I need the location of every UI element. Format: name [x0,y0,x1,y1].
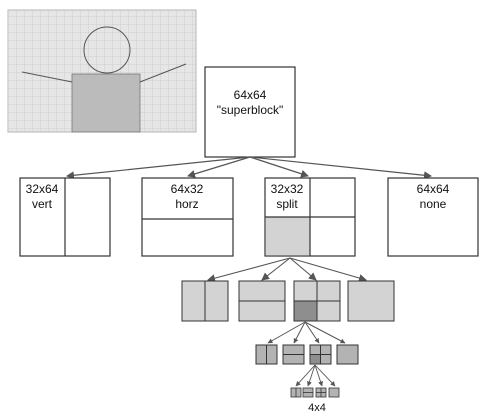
partition-horz: 64x32 horz [141,177,234,257]
partition-none-size: 64x64 [417,182,450,196]
root-block: 64x64 "superblock" [204,66,296,158]
level4-vert [290,387,302,398]
level3-arrows [267,321,346,344]
partition-split-size: 32x32 [271,182,304,196]
person-body [71,73,141,133]
level2-arrows [207,257,367,283]
level2-none [347,280,395,322]
level2-vert [181,280,229,322]
level3-split-highlight-quadrant [309,354,321,365]
partition-none-name: none [420,197,447,211]
level4-horz [302,387,314,398]
level2-split [293,280,341,322]
level4-split [315,387,327,398]
root-size-label: 64x64 [234,88,267,102]
partition-none: 64x64 none [387,177,479,257]
root-name-label: "superblock" [217,103,284,117]
level4-none [328,387,340,398]
partition-horz-name: horz [175,197,198,211]
leaf-size-label: 4x4 [308,402,326,414]
level3-horz [282,344,305,365]
level3-none [336,344,359,365]
person-illustration [7,9,197,133]
partition-vert-name: vert [32,197,53,211]
partition-horz-size: 64x32 [171,182,204,196]
partition-vert-size: 32x64 [26,182,59,196]
level4-arrows [295,364,336,387]
level1-arrows [66,156,432,180]
person-left-arm [21,71,73,83]
split-highlight-quadrant [264,216,311,257]
partition-split: 32x32 split [264,177,356,257]
level3-split [309,344,332,365]
person-right-arm [139,63,187,83]
level3-vert [255,344,278,365]
level2-horz [238,280,286,322]
partition-split-name: split [276,197,298,211]
level2-split-highlight-quadrant [293,300,318,322]
partition-vert: 32x64 vert [19,177,111,257]
person-head [83,26,131,74]
